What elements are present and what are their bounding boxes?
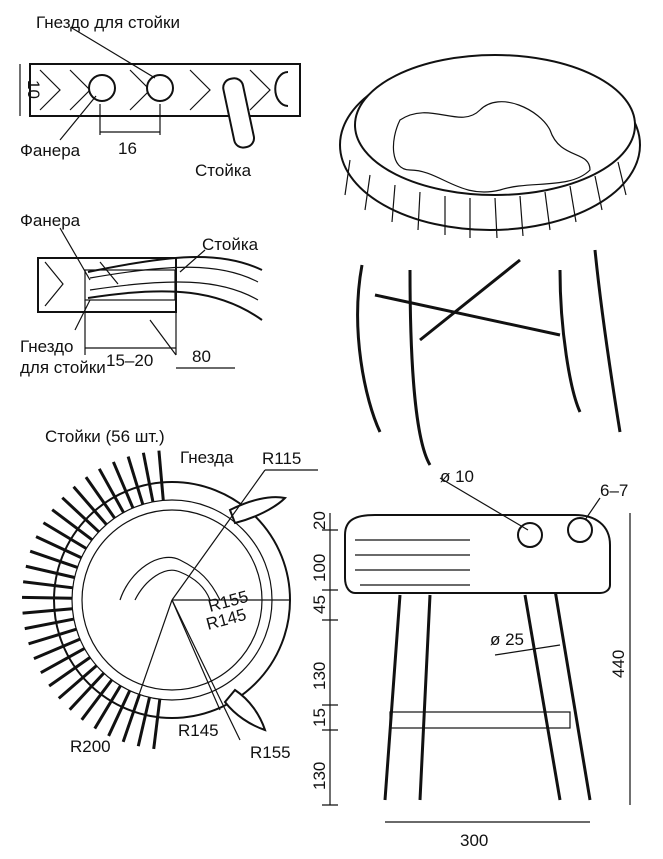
socket-hole xyxy=(88,74,116,102)
plan-view: Стойки (56 шт.) Гнезда R115 R155 R145 R2… xyxy=(21,427,318,762)
socket-detail-top: Гнездо для стойки 10 Фанера 16 Стойка xyxy=(19,13,301,180)
socket-detail-side: Фанера Стойка Гнездо для стойки 15–20 80 xyxy=(20,211,263,377)
length-dim: 80 xyxy=(192,347,211,366)
post-spoke xyxy=(93,684,122,730)
diameter-25: ø 25 xyxy=(490,630,524,649)
post-spoke xyxy=(24,617,75,631)
post-label: Стойка xyxy=(202,235,259,254)
post-spoke xyxy=(48,656,91,688)
socket-label: для стойки xyxy=(20,358,106,377)
post-spoke xyxy=(22,607,73,615)
post-spoke xyxy=(157,450,165,501)
post-spoke xyxy=(68,672,105,711)
height-dim: 130 xyxy=(310,762,329,790)
height-dim: 10 xyxy=(24,80,43,99)
socket-hole xyxy=(146,74,174,102)
stool-perspective xyxy=(339,54,641,466)
post-spoke xyxy=(84,476,116,519)
post-spoke xyxy=(29,549,78,569)
post-spoke xyxy=(141,452,155,503)
spacing-dim: 16 xyxy=(118,139,137,158)
post-spoke xyxy=(51,508,94,542)
post-spoke xyxy=(21,595,73,600)
height-dim: 100 xyxy=(310,554,329,582)
depth-dim: 15–20 xyxy=(106,351,153,370)
post xyxy=(222,77,256,149)
post-spoke xyxy=(40,647,86,675)
radius-label: R155 xyxy=(250,743,291,762)
side-view: ø 10 6–7 ø 25 20 100 45 130 15 130 440 3… xyxy=(310,467,631,850)
socket-label: Гнездо для стойки xyxy=(36,13,180,32)
post-spoke xyxy=(28,627,77,646)
post-spoke xyxy=(72,485,108,526)
post-spoke xyxy=(107,689,132,737)
posts-label: Стойки (56 шт.) xyxy=(45,427,165,446)
height-dim: 20 xyxy=(310,511,329,530)
post-spoke xyxy=(126,456,145,505)
post-spoke xyxy=(42,521,88,550)
post-spoke xyxy=(80,678,114,721)
height-dim: 15 xyxy=(310,708,329,727)
height-dim: 45 xyxy=(310,595,329,614)
diameter-10: ø 10 xyxy=(440,467,474,486)
post-spoke xyxy=(112,461,135,509)
width-dim: 300 xyxy=(460,831,488,850)
post-spoke xyxy=(35,535,83,560)
plywood-label: Фанера xyxy=(20,211,81,230)
sockets-label: Гнезда xyxy=(180,448,234,467)
radius-label: R145 xyxy=(178,721,219,740)
socket-label: Гнездо xyxy=(20,337,74,356)
post-label: Стойка xyxy=(195,161,252,180)
post-spoke xyxy=(33,637,81,660)
post-spoke xyxy=(152,699,162,750)
gap-dim: 6–7 xyxy=(600,481,628,500)
posts-spokes xyxy=(21,450,165,750)
height-dim: 130 xyxy=(310,662,329,690)
radius-label: R200 xyxy=(70,737,111,756)
post-spoke xyxy=(61,496,100,533)
total-height-dim: 440 xyxy=(609,650,628,678)
post-spoke xyxy=(57,664,98,700)
post-spoke xyxy=(136,697,151,747)
plywood-label: Фанера xyxy=(20,141,81,160)
radius-label: R115 xyxy=(262,449,301,468)
post-spoke xyxy=(25,564,75,579)
post-spoke xyxy=(22,580,73,590)
post-spoke xyxy=(97,468,125,514)
